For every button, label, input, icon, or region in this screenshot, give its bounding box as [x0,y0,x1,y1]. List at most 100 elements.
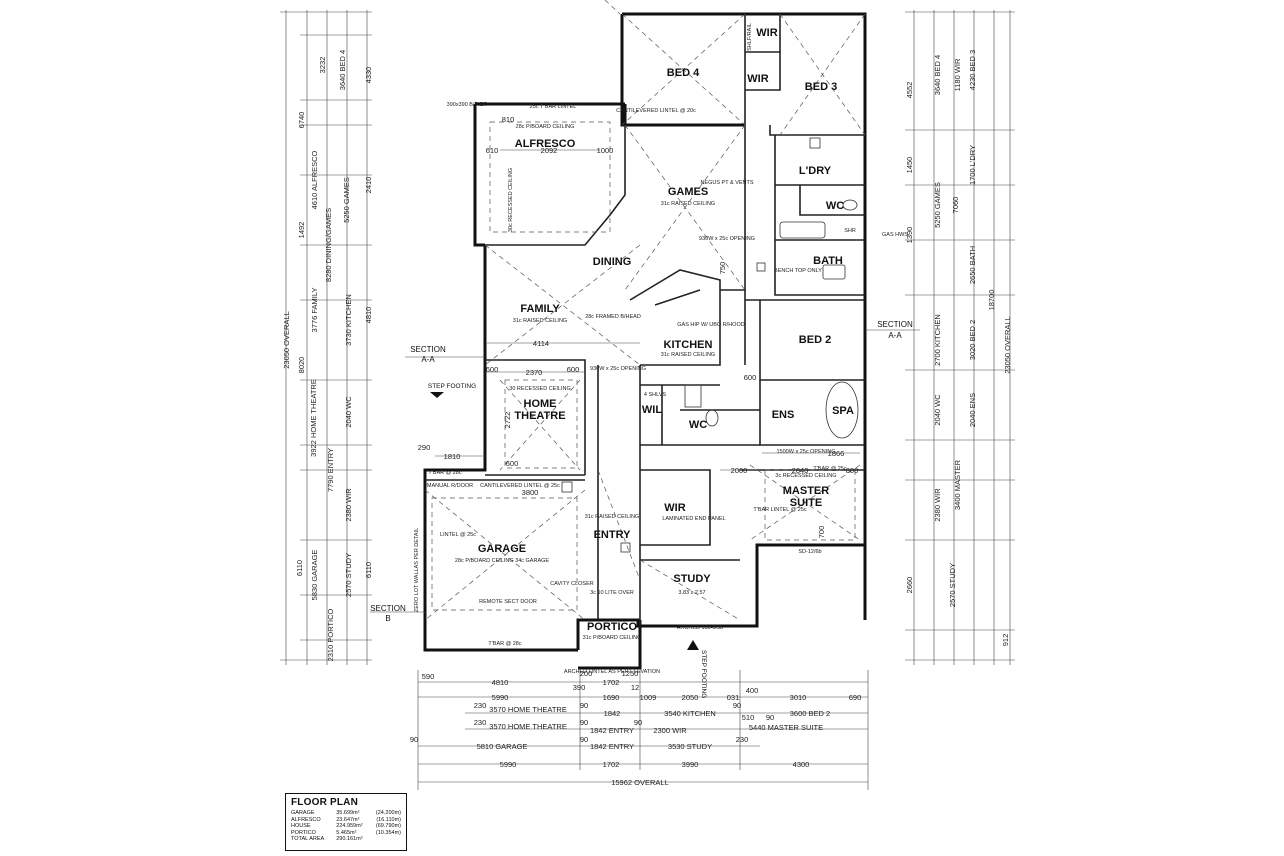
dim-i-1000: 1000 [597,146,614,155]
area-name: HOUSE [291,823,311,830]
dim-i-3800: 3800 [522,488,539,497]
dim-study-right: 2570 STUDY [948,563,957,607]
note-negus: NEGUS PT & VENTS [700,180,753,186]
dim-b-230b: 230 [474,718,487,727]
table-row: ALFRESCO 23.647m² (16.110m) [291,817,401,824]
table-row: TOTAL AREA 290.161m² [291,836,401,843]
dim-i-750: 750 [718,262,727,275]
section-b-id: B [385,614,390,623]
note-arched-study: ARCHED 180-8/5b [677,625,723,631]
note-remote-door: REMOTE SECT DOOR [479,599,537,605]
dim-4552: 4552 [905,82,914,99]
note-garage-ceiling: 28c P/BOARD CEILING 34c GARAGE [455,558,549,564]
note-lintel-garage: LINTEL @ 25c [440,532,476,538]
dim-home-theatre: 3922 HOME THEATRE [309,379,318,457]
room-garage: GARAGE [478,543,526,555]
dim-b-4300: 4300 [793,760,810,769]
note-opening-ens: 1500W x 25c OPENING [777,449,836,455]
area-name: GARAGE [291,810,315,816]
table-row: PORTICO 5.465m² (10.354m) [291,830,401,837]
dim-b-3990: 3990 [682,760,699,769]
note-opening-games: 930W x 25c OPENING [699,236,755,242]
area-value: 290.161m² [336,836,363,843]
dim-i-1866: 1866 [828,449,845,458]
dim-overall-left: 23050 OVERALL [282,311,291,369]
note-tbar-master: T'BAR LINTEL @ 25c [753,507,806,513]
dim-1450: 1450 [905,157,914,174]
note-cantilevered-garage: CANTILEVERED LINTEL @ 25c [480,483,560,489]
dim-i-2722: 2722 [503,412,512,429]
dim-i-600b: 600 [567,365,580,374]
dim-garage-left: 5830 GARAGE [310,550,319,601]
room-labels: BED 4 BED 3 WIR WIR ALFRESCO GAMES L'DRY… [478,27,854,633]
room-master: MASTER [783,485,830,497]
note-shr-bath: SHR [844,228,856,234]
dim-study-left: 2570 STUDY [344,553,353,597]
room-wil: WIL [642,404,662,416]
section-aa-left-id: A-A [421,355,435,364]
dim-i-2000: 2000 [731,466,748,475]
step-footing-arrow-bottom-icon [687,640,699,650]
dim-b-031: 031 [727,693,740,702]
dim-b-90d: 90 [634,718,642,727]
dim-b-230a: 230 [474,701,487,710]
dim-wc-left: 2040 WC [344,396,353,428]
dim-games-left: 5250 GAMES [342,177,351,223]
dim-2660: 2660 [905,577,914,594]
dim-6110a: 6110 [295,560,304,576]
dim-bath-right: 2650 BATH [968,246,977,284]
dim-wir-right-lower: 2380 WIR [933,488,942,522]
dim-b-3010: 3010 [790,693,807,702]
room-alfresco: ALFRESCO [515,138,576,150]
note-gas-hws: GAS HWS [882,232,908,238]
dim-1492: 1492 [297,222,306,239]
dim-8020: 8020 [297,357,306,374]
area-squares: (10.354m) [375,829,401,836]
room-wir-top: WIR [756,27,777,39]
room-study: STUDY [673,573,711,585]
dim-b-overall: 15962 OVERALL [611,778,669,787]
internal-walls [425,14,865,626]
dim-alfresco: 4610 ALFRESCO [310,150,319,209]
note-family-ceiling: 31c RAISED CEILING [513,318,567,324]
dim-portico-left: 2310 PORTICO [326,608,335,661]
dim-b-1250: 1250 [622,669,639,678]
step-footing-left: STEP FOOTING [428,383,476,390]
room-wir-master: WIR [664,502,685,514]
note-zero-lot: ZERO LOT WALLAS PER DETAIL [414,528,420,612]
note-theatre-ceiling: 30 RECESSED CEILING [509,386,570,392]
step-footing-arrow-icon [430,392,444,398]
dim-family: 3776 FAMILY [310,288,319,333]
dim-i-2370: 2370 [526,368,543,377]
dim-b-1009: 1009 [640,693,657,702]
room-wir-mid: WIR [747,73,768,85]
room-family: FAMILY [520,303,560,315]
dim-b-2050: 2050 [682,693,699,702]
dim-b-1842-entry-a: 1842 ENTRY [590,726,634,735]
bathtub-icon [779,221,826,239]
dim-b-90f: 90 [580,735,588,744]
note-tbar-garage-bottom: T'BAR @ 28c [488,641,521,647]
dim-b-90g: 90 [766,713,774,722]
dim-b-wir: 2300 WIR [653,726,687,735]
note-portico-lintel: 3c 10 LITE OVER [590,590,634,596]
room-portico: PORTICO [587,621,638,633]
section-aa-right-id: A-A [888,331,902,340]
room-kitchen: KITCHEN [664,339,713,351]
ceiling-hatching [424,0,866,621]
note-tbar-25c-master: T'BAR @ 25c [813,466,846,472]
dim-b-230c: 230 [736,735,749,744]
note-bench-top: BENCH TOP ONLY [774,268,822,274]
dim-kitchen-right: 2700 KITCHEN [933,314,942,366]
dim-b-study: 3530 STUDY [668,742,712,751]
dim-bed4-right: 3640 BED 4 [933,55,942,95]
dim-i-600d: 600 [744,373,757,382]
area-value: 23.647m² [336,816,360,823]
dim-b-590: 590 [422,672,435,681]
note-pboard-alfresco: 28c P/BOARD CEILING [516,124,575,130]
spa-bath-icon [825,381,859,439]
section-b: SECTION [370,604,406,613]
area-value: 224.959m² [336,823,363,830]
interior-dimensions: 2370 4114 2722 2092 1000 610 810 600 600… [418,115,860,538]
right-dimension-strings: 4552 3640 BED 4 1180 WIR 4230 BED 3 1450… [905,10,1015,665]
